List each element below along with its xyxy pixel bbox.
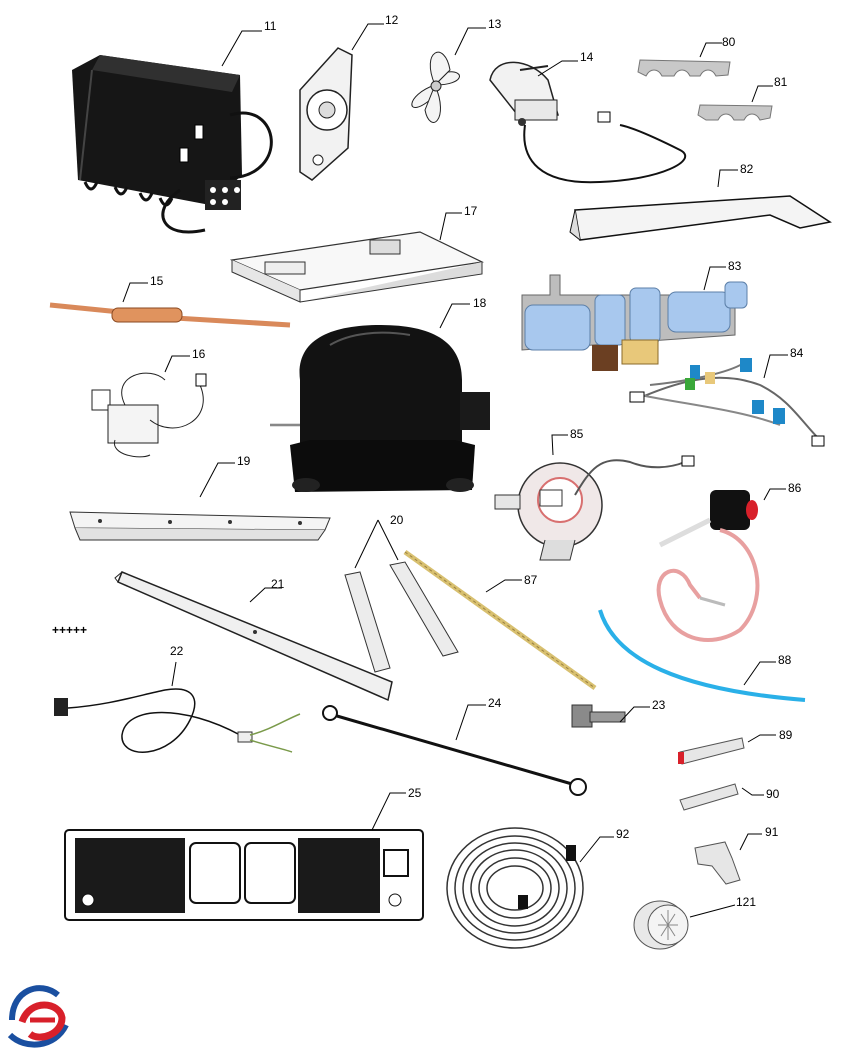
callout-13: 13	[488, 17, 502, 31]
part-19-mounting-rail	[69, 511, 331, 541]
callout-80: 80	[722, 35, 736, 49]
brand-logo	[7, 985, 69, 1048]
part-92-water-line-coil	[446, 827, 584, 949]
part-14-fan-motor	[489, 61, 687, 184]
part-13-fan-blade	[411, 51, 460, 123]
callout-91: 91	[765, 825, 779, 839]
callout-92: 92	[616, 827, 630, 841]
marker-plus-signs: +++++	[52, 623, 87, 637]
callout-86: 86	[788, 481, 802, 495]
part-12-fan-shroud	[299, 47, 353, 181]
part-91-elbow-fitting	[694, 841, 741, 885]
part-84-wiring-harness	[629, 358, 825, 447]
part-23-connector	[571, 704, 626, 728]
callout-19: 19	[237, 454, 251, 468]
callout-16: 16	[192, 347, 206, 361]
part-83-water-valve	[521, 274, 748, 371]
part-89-tube-fitting	[678, 737, 745, 765]
part-22-power-cord	[54, 688, 301, 753]
callout-89: 89	[779, 728, 793, 742]
callout-20: 20	[390, 513, 404, 527]
part-24-ground-strap	[322, 705, 587, 796]
callout-121: 121	[736, 895, 756, 909]
part-18-compressor	[270, 325, 490, 492]
callout-18: 18	[473, 296, 487, 310]
callout-22: 22	[170, 644, 184, 658]
part-11-condenser-coil	[72, 55, 273, 234]
callout-21: 21	[271, 577, 285, 591]
part-90-tube-fitting	[679, 783, 739, 811]
callout-85: 85	[570, 427, 584, 441]
part-80-pipe-clip	[637, 59, 731, 77]
part-20-spacer-strips	[344, 561, 459, 673]
callout-11: 11	[264, 19, 277, 33]
part-17-drain-tray	[229, 231, 484, 303]
callout-88: 88	[778, 653, 792, 667]
callout-12: 12	[385, 13, 399, 27]
callout-82: 82	[740, 162, 754, 176]
part-86-defrost-heater	[656, 490, 760, 642]
part-87-rod	[403, 549, 597, 691]
callout-83: 83	[728, 259, 742, 273]
callout-87: 87	[524, 573, 538, 587]
callout-15: 15	[150, 274, 164, 288]
part-88-water-tube	[598, 609, 806, 702]
callout-84: 84	[790, 346, 804, 360]
callout-25: 25	[408, 786, 422, 800]
callout-24: 24	[488, 696, 502, 710]
part-82-long-bracket	[569, 195, 832, 241]
part-21-angle-bar	[114, 571, 393, 702]
callout-23: 23	[652, 698, 666, 712]
part-15-copper-tube	[49, 302, 291, 328]
part-81-pipe-clip	[697, 104, 773, 121]
part-85-pump-assembly	[494, 455, 695, 561]
part-121-filter-cap	[633, 900, 689, 950]
callout-17: 17	[464, 204, 478, 218]
part-25-kick-plate-grille	[64, 829, 424, 921]
callout-90: 90	[766, 787, 780, 801]
part-16-relay-assembly	[91, 372, 207, 458]
callout-81: 81	[774, 75, 788, 89]
callout-14: 14	[580, 50, 594, 64]
